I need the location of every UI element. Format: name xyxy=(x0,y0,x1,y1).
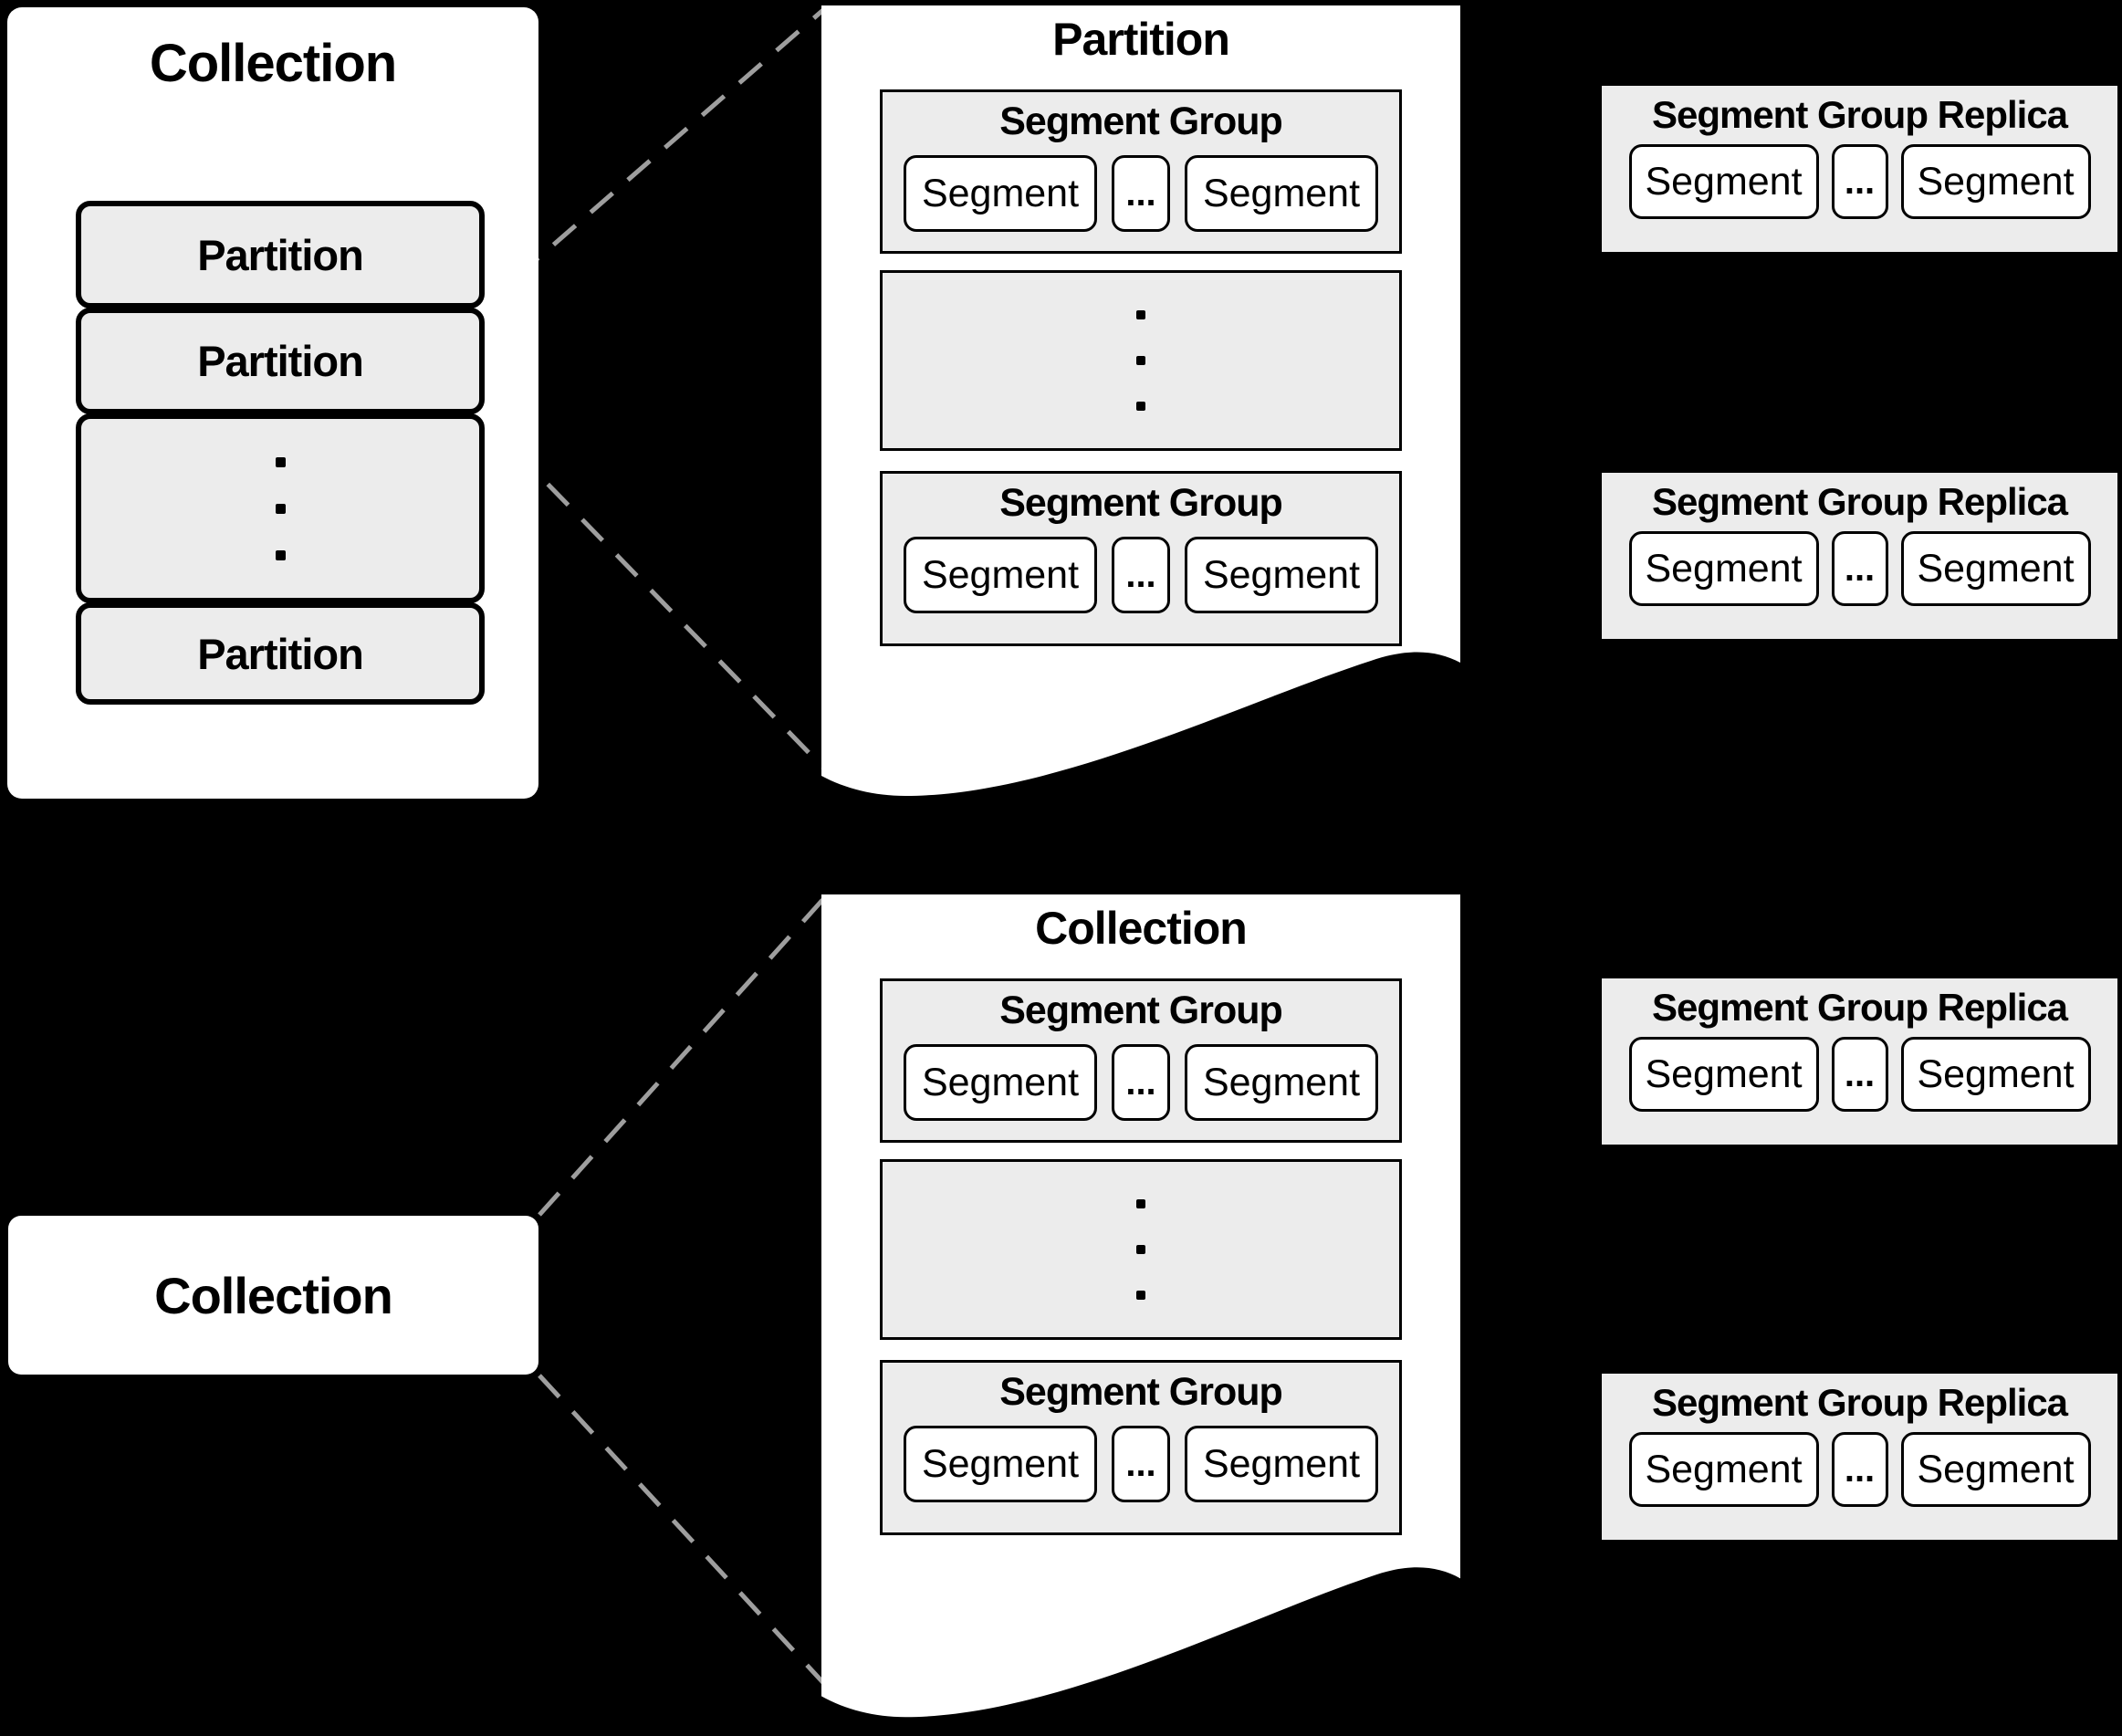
dashed-connector-collection-to-panel-top xyxy=(538,896,826,1217)
collection-card-title: Collection xyxy=(149,34,397,93)
segment-ellipsis-box: ... xyxy=(1112,537,1170,613)
partition-row-label: Partition xyxy=(197,230,364,279)
segment-row: Segment ... Segment xyxy=(904,155,1378,232)
segment-row: Segment ... Segment xyxy=(1628,531,2091,606)
segment-box: Segment xyxy=(1900,144,2091,219)
collection-detail-panel: Collection Segment Group Segment ... Seg… xyxy=(821,894,1460,1734)
vertical-ellipsis-icon xyxy=(883,273,1399,448)
partition-row-label: Partition xyxy=(197,629,364,678)
collection-card-title: Collection xyxy=(154,1266,393,1324)
segment-group-box: Segment Group Segment ... Segment xyxy=(880,1360,1402,1535)
partition-row-2: Partition xyxy=(76,308,485,414)
partition-row-label: Partition xyxy=(197,337,364,385)
segment-group-replica-box: Segment Group Replica Segment ... Segmen… xyxy=(1602,86,2117,252)
segment-ellipsis-box: ... xyxy=(1112,1044,1170,1121)
segment-box: Segment xyxy=(1900,531,2091,606)
segment-box: Segment xyxy=(1900,1037,2091,1112)
collection-overview-card: Collection Partition Partition Partition xyxy=(7,7,538,799)
segment-row: Segment ... Segment xyxy=(904,1044,1378,1121)
segment-box: Segment xyxy=(1900,1432,2091,1507)
partition-row-3: Partition xyxy=(76,602,485,705)
replica-title: Segment Group Replica xyxy=(1651,480,2068,523)
segment-group-title: Segment Group xyxy=(999,99,1283,143)
segment-row: Segment ... Segment xyxy=(904,1426,1378,1502)
segment-box: Segment xyxy=(1185,1044,1378,1121)
segment-box: Segment xyxy=(1185,155,1378,232)
segment-box: Segment xyxy=(1185,537,1378,613)
partition-row-1: Partition xyxy=(76,201,485,309)
collection-simple-card: Collection xyxy=(8,1216,538,1375)
segment-ellipsis-box: ... xyxy=(1831,1037,1888,1112)
segment-box: Segment xyxy=(904,1426,1097,1502)
panel-title: Partition xyxy=(1052,14,1230,65)
segment-ellipsis-box: ... xyxy=(1831,1432,1888,1507)
partition-row-ellipsis xyxy=(76,413,485,603)
segment-box: Segment xyxy=(1628,1432,1819,1507)
segment-box: Segment xyxy=(904,537,1097,613)
segment-group-box: Segment Group Segment ... Segment xyxy=(880,471,1402,646)
segment-ellipsis-box: ... xyxy=(1831,144,1888,219)
replica-title: Segment Group Replica xyxy=(1651,1381,2068,1424)
segment-row: Segment ... Segment xyxy=(1628,144,2091,219)
partition-detail-panel: Partition Segment Group Segment ... Segm… xyxy=(821,5,1460,812)
segment-group-box: Segment Group Segment ... Segment xyxy=(880,978,1402,1143)
segment-row: Segment ... Segment xyxy=(904,537,1378,613)
vertical-ellipsis-icon xyxy=(81,419,479,598)
segment-box: Segment xyxy=(1628,1037,1819,1112)
segment-box: Segment xyxy=(904,155,1097,232)
segment-group-title: Segment Group xyxy=(999,988,1283,1032)
segment-group-ellipsis-box xyxy=(880,1159,1402,1340)
segment-ellipsis-box: ... xyxy=(1831,531,1888,606)
segment-ellipsis-box: ... xyxy=(1112,1426,1170,1502)
segment-group-replica-box: Segment Group Replica Segment ... Segmen… xyxy=(1602,1374,2117,1540)
dashed-connector-collection-to-panel-bottom xyxy=(538,1374,829,1689)
segment-box: Segment xyxy=(1628,531,1819,606)
segment-ellipsis-box: ... xyxy=(1112,155,1170,232)
segment-group-ellipsis-box xyxy=(880,270,1402,451)
segment-group-box: Segment Group Segment ... Segment xyxy=(880,89,1402,254)
panel-title: Collection xyxy=(1035,903,1248,954)
segment-group-replica-box: Segment Group Replica Segment ... Segmen… xyxy=(1602,978,2117,1145)
segment-box: Segment xyxy=(1185,1426,1378,1502)
segment-box: Segment xyxy=(904,1044,1097,1121)
segment-group-title: Segment Group xyxy=(999,1370,1283,1414)
segment-group-title: Segment Group xyxy=(999,481,1283,525)
segment-row: Segment ... Segment xyxy=(1628,1037,2091,1112)
replica-title: Segment Group Replica xyxy=(1651,93,2068,136)
vertical-ellipsis-icon xyxy=(883,1162,1399,1337)
segment-row: Segment ... Segment xyxy=(1628,1432,2091,1507)
replica-title: Segment Group Replica xyxy=(1651,986,2068,1029)
segment-box: Segment xyxy=(1628,144,1819,219)
segment-group-replica-box: Segment Group Replica Segment ... Segmen… xyxy=(1602,473,2117,639)
